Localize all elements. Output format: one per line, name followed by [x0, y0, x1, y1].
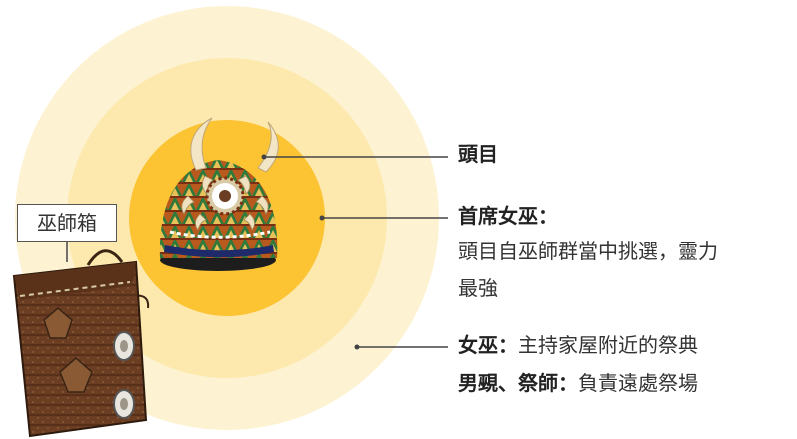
level-priest-desc: 負責遠處祭場	[578, 371, 698, 395]
level-head-shaman-desc-line1: 頭目自巫師群當中挑選，靈力	[458, 239, 718, 263]
shaman-box-icon	[12, 249, 150, 438]
level-priest-title: 男覡、祭師：	[458, 371, 578, 395]
level-shaman-desc: 主持家屋附近的祭典	[518, 333, 698, 357]
shaman-box-label: 巫師箱	[17, 204, 117, 242]
level-shaman-title: 女巫：	[458, 333, 518, 357]
leader-line-chief	[261, 154, 448, 160]
level-head-shaman-desc-line2: 最強	[458, 276, 498, 300]
level-head-shaman-title: 首席女巫：	[458, 204, 558, 228]
leader-line-head-shaman	[319, 215, 448, 221]
shaman-headdress-icon	[159, 117, 279, 271]
level-chief-title: 頭目	[458, 142, 498, 166]
leader-line-shaman	[354, 344, 448, 350]
level-shaman: 女巫：主持家屋附近的祭典	[458, 331, 698, 360]
level-priest: 男覡、祭師：負責遠處祭場	[458, 369, 698, 398]
